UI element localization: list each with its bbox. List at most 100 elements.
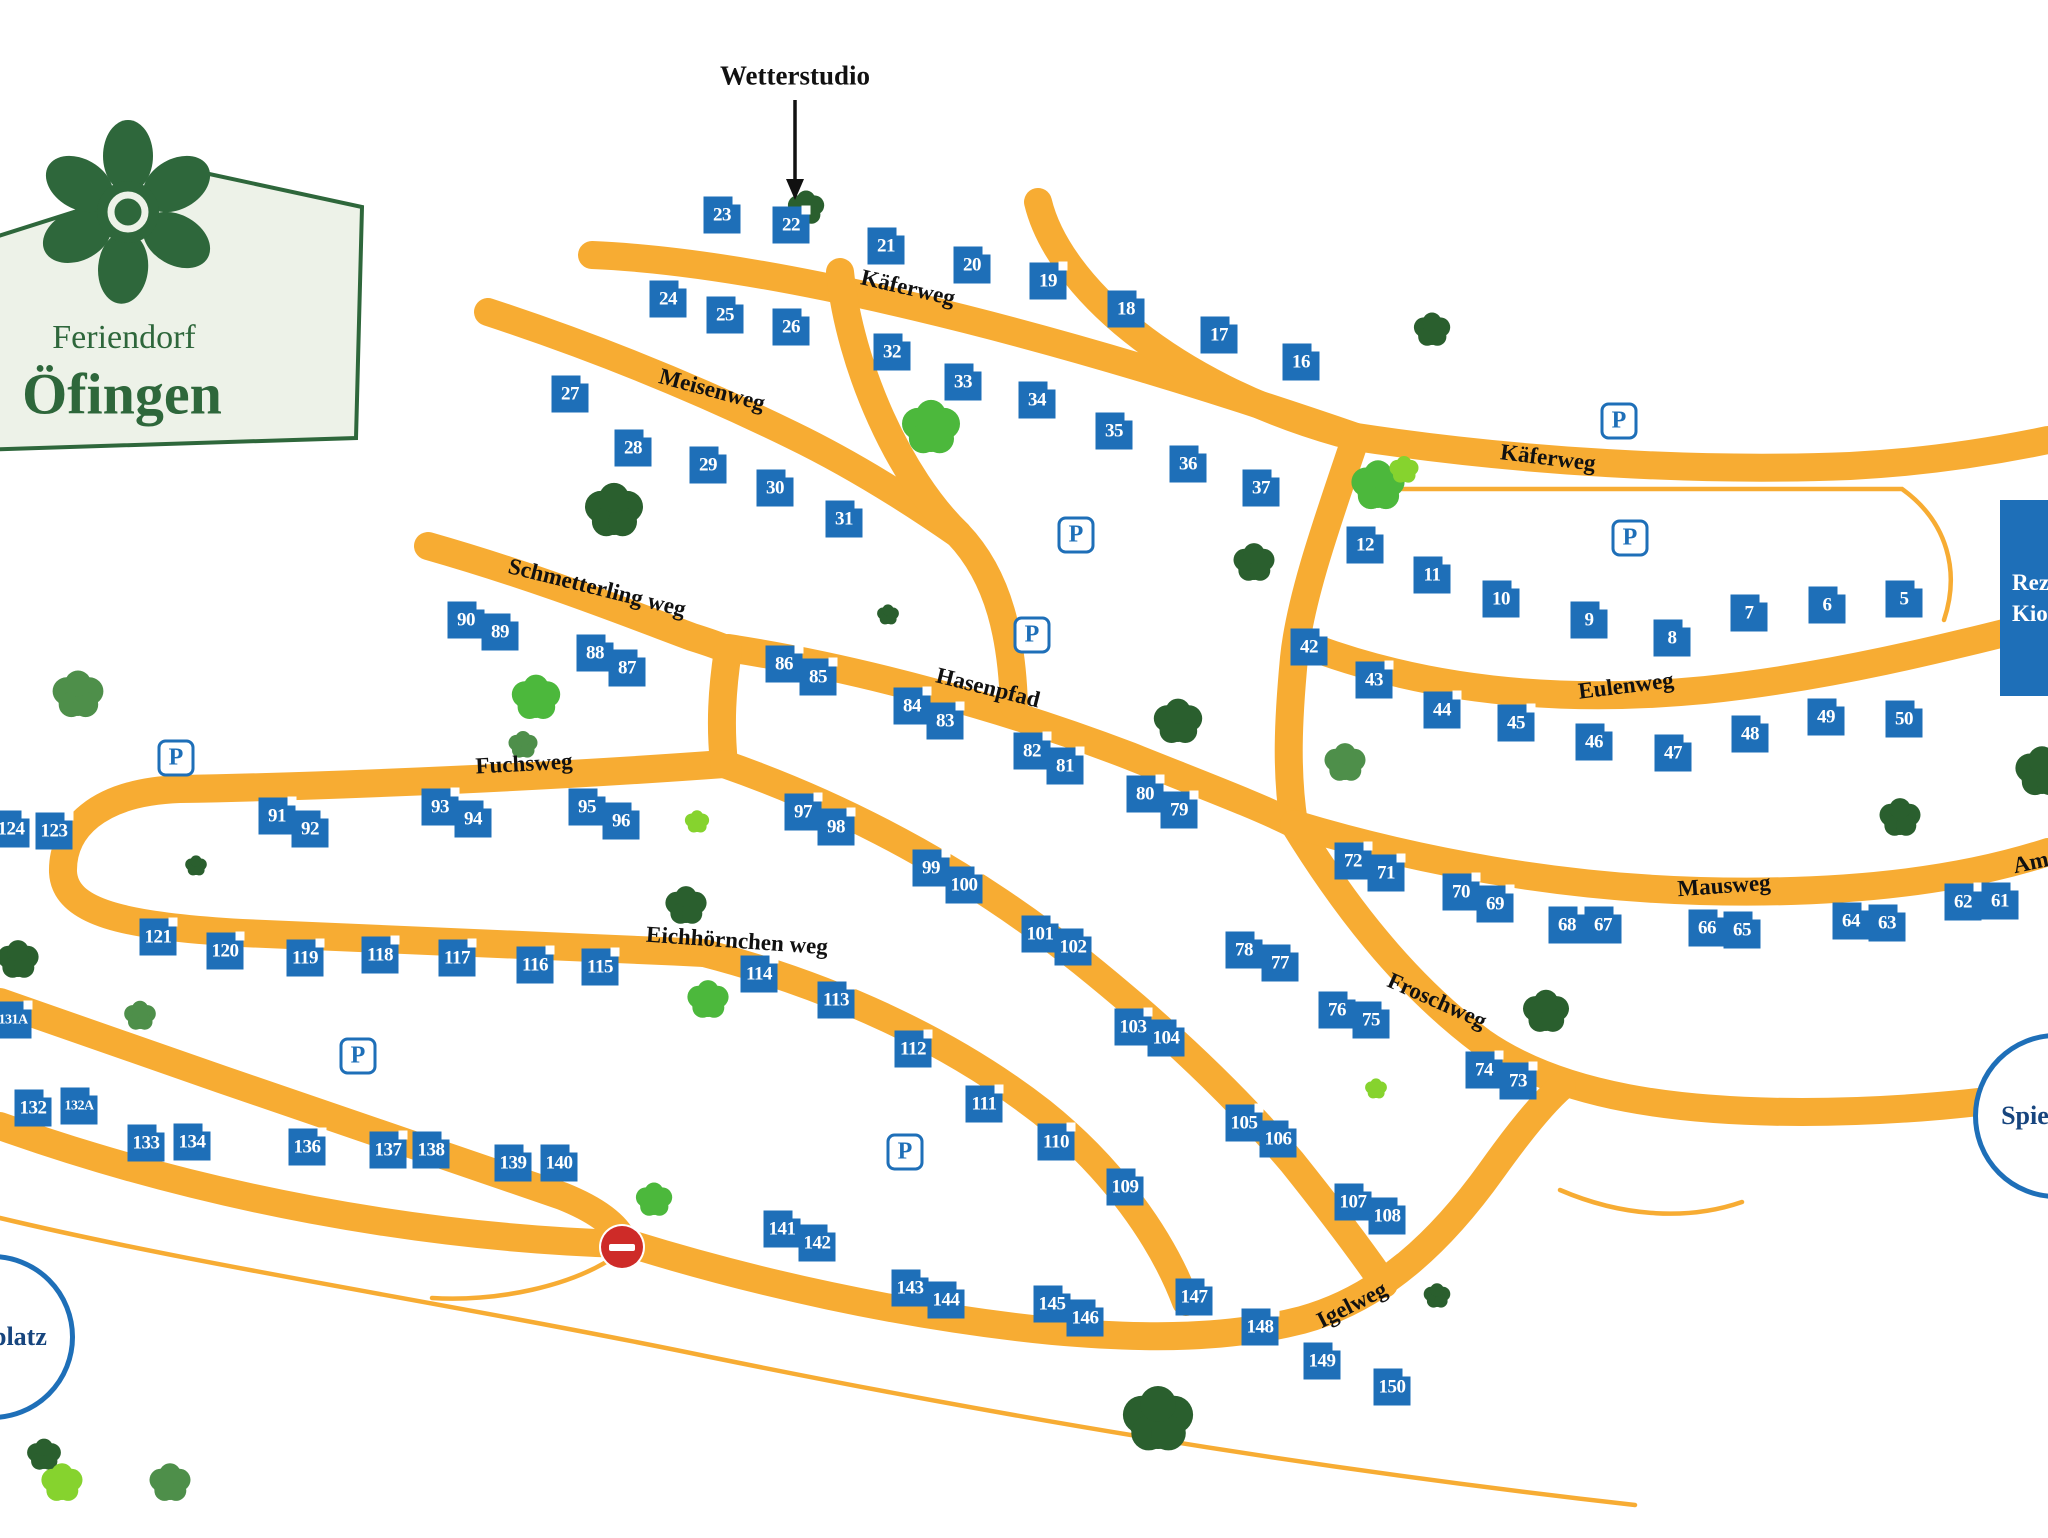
house-marker-91: 91 [258, 796, 297, 835]
road-north-stub [1024, 188, 1354, 447]
house-marker-78: 78 [1225, 930, 1264, 969]
house-marker-20: 20 [953, 245, 992, 284]
tree-icon [511, 674, 561, 719]
house-marker-141: 141 [763, 1209, 802, 1248]
path-to-playground [1557, 1187, 1745, 1216]
house-marker-35: 35 [1095, 411, 1134, 450]
tree-icon [687, 980, 729, 1018]
house-marker-73: 73 [1499, 1061, 1538, 1100]
house-marker-108: 108 [1368, 1196, 1407, 1235]
logo-title-line2: Öfingen [22, 361, 222, 427]
parking-sign: P [1611, 519, 1649, 557]
house-marker-115: 115 [581, 947, 620, 986]
house-marker-67: 67 [1584, 905, 1623, 944]
tree-icon [27, 1438, 61, 1470]
house-marker-123: 123 [35, 811, 74, 850]
tree-icon [1351, 460, 1405, 510]
house-marker-96: 96 [602, 801, 641, 840]
parking-area-outline [1389, 486, 1953, 623]
house-marker-105: 105 [1225, 1103, 1264, 1142]
house-marker-28: 28 [614, 428, 653, 467]
house-marker-42: 42 [1290, 627, 1329, 666]
house-marker-62: 62 [1944, 882, 1983, 921]
house-marker-140: 140 [540, 1143, 579, 1182]
house-marker-113: 113 [817, 980, 856, 1019]
house-marker-30: 30 [756, 468, 795, 507]
tree-icon [1523, 989, 1569, 1032]
reception-label: Rezeption [2012, 570, 2048, 595]
house-marker-10: 10 [1482, 579, 1521, 618]
parking-sign: P [1013, 616, 1051, 654]
house-marker-133: 133 [127, 1123, 166, 1162]
house-marker-114: 114 [740, 954, 779, 993]
paths-thin [0, 486, 1953, 1508]
road-kaeferweg-east [1342, 423, 2048, 482]
house-marker-11: 11 [1413, 555, 1452, 594]
house-marker-87: 87 [608, 648, 647, 687]
house-marker-84: 84 [893, 686, 932, 725]
tree-icon [902, 399, 960, 454]
logo-graphic [0, 120, 365, 452]
house-marker-44: 44 [1423, 690, 1462, 729]
house-marker-68: 68 [1548, 905, 1587, 944]
house-marker-146: 146 [1066, 1298, 1105, 1337]
house-marker-21: 21 [867, 226, 906, 265]
house-marker-64: 64 [1832, 901, 1871, 940]
road-mausweg [1280, 810, 2048, 906]
house-marker-117: 117 [438, 938, 477, 977]
house-marker-90: 90 [447, 600, 486, 639]
road-lower-left-lower [0, 1112, 638, 1258]
house-marker-47: 47 [1654, 733, 1693, 772]
house-marker-75: 75 [1352, 1000, 1391, 1039]
house-marker-136: 136 [288, 1127, 327, 1166]
house-marker-149: 149 [1303, 1341, 1342, 1380]
tree-icon [185, 855, 207, 876]
house-marker-61: 61 [1981, 881, 2020, 920]
parking-sign: P [1600, 402, 1638, 440]
house-marker-147: 147 [1175, 1277, 1214, 1316]
house-marker-124: 124 [0, 809, 31, 848]
house-marker-89: 89 [481, 612, 520, 651]
house-marker-33: 33 [944, 362, 983, 401]
house-marker-102: 102 [1054, 927, 1093, 966]
house-marker-74: 74 [1465, 1050, 1504, 1089]
house-marker-142: 142 [798, 1223, 837, 1262]
tree-icon [124, 1000, 156, 1030]
house-marker-66: 66 [1688, 908, 1727, 947]
road-eichhoernchenweg-ext [690, 939, 1200, 1316]
house-marker-112: 112 [894, 1029, 933, 1068]
house-marker-77: 77 [1261, 943, 1300, 982]
house-marker-29: 29 [689, 445, 728, 484]
house-marker-94: 94 [454, 799, 493, 838]
tree-icon [1389, 456, 1419, 483]
boundary-path-south [0, 1215, 1638, 1508]
tree-icon [2015, 746, 2048, 796]
house-marker-17: 17 [1200, 315, 1239, 354]
parking-sign: P [157, 739, 195, 777]
house-marker-5: 5 [1885, 579, 1924, 618]
house-marker-12: 12 [1346, 525, 1385, 564]
house-marker-71: 71 [1367, 853, 1406, 892]
road-eulenweg [1284, 608, 2048, 710]
house-marker-86: 86 [765, 644, 804, 683]
tree-icon [635, 1182, 673, 1216]
house-marker-32: 32 [873, 332, 912, 371]
house-marker-132: 132 [14, 1088, 53, 1127]
house-marker-24: 24 [649, 279, 688, 318]
house-marker-69: 69 [1476, 884, 1515, 923]
house-marker-70: 70 [1442, 872, 1481, 911]
path-from-no-entry [429, 1247, 627, 1301]
house-marker-92: 92 [291, 809, 330, 848]
house-marker-99: 99 [912, 848, 951, 887]
house-marker-81: 81 [1046, 746, 1085, 785]
playground-right-label: Spielplatz [2001, 1101, 2048, 1130]
tree-icon [665, 886, 707, 924]
house-marker-139: 139 [494, 1143, 533, 1182]
house-marker-83: 83 [926, 701, 965, 740]
house-marker-65: 65 [1723, 910, 1762, 949]
house-marker-137: 137 [369, 1130, 408, 1169]
tree-icon [1365, 1078, 1387, 1099]
wetterstudio-arrow [786, 100, 804, 200]
reception-kiosk-box: Rezeption Kiosk [2000, 500, 2048, 696]
